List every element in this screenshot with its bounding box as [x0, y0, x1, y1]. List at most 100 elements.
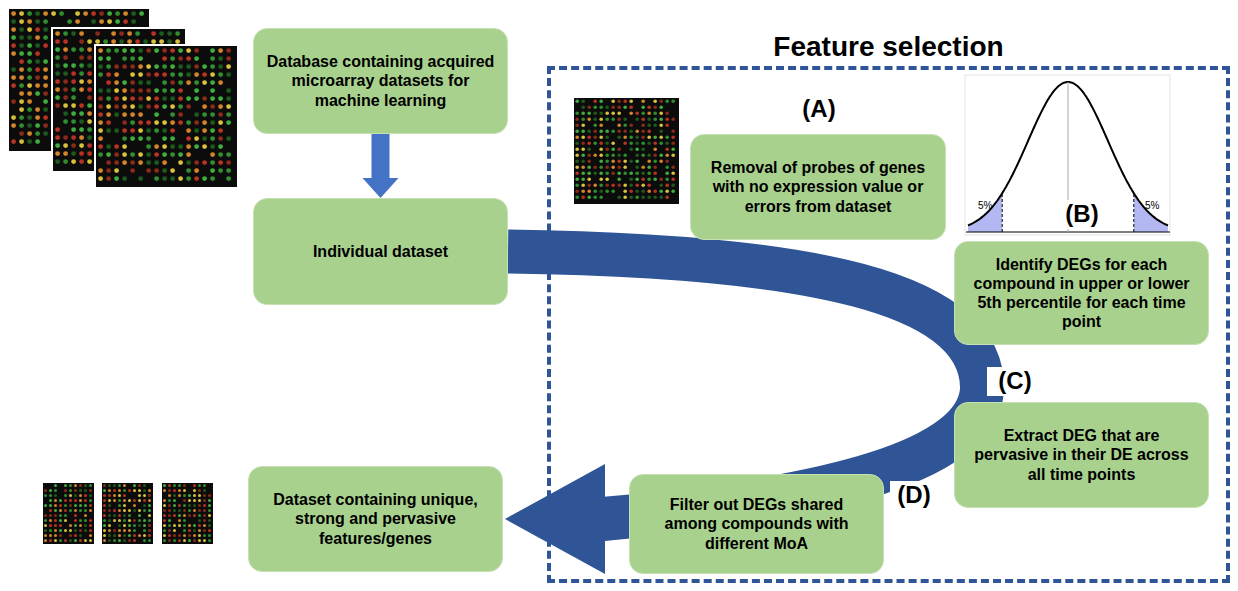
microarray-spot — [186, 128, 191, 133]
microarray-spot — [208, 509, 211, 512]
microarray-spot — [226, 112, 231, 117]
microarray-spot — [146, 96, 151, 101]
microarray-spot — [146, 64, 151, 69]
microarray-spot — [581, 111, 585, 115]
microarray-spot — [168, 514, 171, 517]
microarray-spot — [605, 165, 609, 169]
microarray-spot — [128, 539, 131, 542]
microarray-spot — [183, 509, 186, 512]
microarray-spot — [146, 152, 151, 157]
microarray-spot — [87, 127, 92, 132]
microarray-spot — [114, 128, 119, 133]
microarray-spot — [575, 117, 579, 121]
microarray-spot — [64, 519, 67, 522]
microarray-spot — [74, 519, 77, 522]
microarray-spot — [123, 514, 126, 517]
microarray-spot — [19, 51, 24, 56]
microarray-spot — [203, 499, 206, 502]
percent-label: 5% — [1145, 200, 1159, 211]
microarray-spot — [148, 509, 151, 512]
microarray-spot — [202, 136, 207, 141]
microarray-spot — [114, 64, 119, 69]
microarray-spot — [143, 539, 146, 542]
microarray-spot — [122, 96, 127, 101]
microarray-spot — [198, 534, 201, 537]
microarray-spot — [11, 67, 16, 72]
microarray-spot — [98, 88, 103, 93]
microarray-spot — [193, 504, 196, 507]
microarray-spot — [159, 39, 164, 44]
microarray-spot — [87, 79, 92, 84]
microarray-spot — [79, 143, 84, 148]
microarray-spot — [89, 539, 92, 542]
node-text: Identify DEGs for each compound in upper… — [967, 255, 1196, 332]
microarray-spot — [106, 112, 111, 117]
microarray-spot — [138, 128, 143, 133]
microarray-spot — [87, 119, 92, 124]
microarray-spot — [123, 509, 126, 512]
microarray-spot — [186, 152, 191, 157]
microarray-spot — [133, 484, 136, 487]
microarray-spot — [103, 524, 106, 527]
tail-area — [968, 193, 1002, 232]
microarray-spot — [210, 72, 215, 77]
microarray-spot — [599, 147, 603, 151]
microarray-spot — [641, 165, 645, 169]
microarray-spot — [79, 79, 84, 84]
microarray-spot — [178, 64, 183, 69]
microarray-spot — [114, 104, 119, 109]
microarray-spot — [173, 504, 176, 507]
microarray-spot — [54, 489, 57, 492]
microarray-spot — [119, 31, 124, 36]
microarray-spot — [671, 147, 675, 151]
microarray-spot — [89, 499, 92, 502]
microarray-spot — [138, 514, 141, 517]
microarray-spot — [106, 104, 111, 109]
microarray-spot — [202, 128, 207, 133]
microarray-spot — [113, 519, 116, 522]
microarray-spot — [79, 499, 82, 502]
microarray-spot — [43, 99, 48, 104]
microarray-spot — [49, 539, 52, 542]
microarray-spot — [611, 147, 615, 151]
microarray-spot — [194, 120, 199, 125]
microarray-spot — [617, 177, 621, 181]
microarray-spot — [635, 135, 639, 139]
microarray-spot — [84, 529, 87, 532]
microarray-spot — [79, 135, 84, 140]
microarray-spot — [71, 87, 76, 92]
microarray-spot — [59, 534, 62, 537]
microarray-spot — [605, 111, 609, 115]
microarray-spot — [653, 165, 657, 169]
microarray-spot — [106, 96, 111, 101]
microarray-spot — [178, 112, 183, 117]
microarray-spot — [138, 509, 141, 512]
microarray-spot — [108, 529, 111, 532]
microarray-spot — [27, 99, 32, 104]
microarray-spot — [84, 514, 87, 517]
microarray-spot — [173, 509, 176, 512]
microarray-spot — [98, 152, 103, 157]
microarray-spot — [44, 489, 47, 492]
microarray-spot — [629, 111, 633, 115]
microarray-spot — [122, 136, 127, 141]
microarray-spot — [55, 151, 60, 156]
microarray-spot — [617, 117, 621, 121]
microarray-frame — [101, 482, 154, 545]
microarray-spot — [599, 123, 603, 127]
microarray-spot — [218, 120, 223, 125]
microarray-spot — [671, 171, 675, 175]
microarray-spot — [623, 189, 627, 193]
microarray-spot — [138, 524, 141, 527]
microarray-spot — [79, 489, 82, 492]
microarray-spot — [581, 123, 585, 127]
microarray-spot — [63, 143, 68, 148]
microarray-spot — [218, 160, 223, 165]
microarray-spot — [186, 120, 191, 125]
microarray-spot — [170, 96, 175, 101]
microarray-spot — [599, 195, 603, 199]
microarray-spot — [173, 534, 176, 537]
microarray-spot — [143, 524, 146, 527]
microarray-spot — [587, 147, 591, 151]
microarray-spot — [108, 504, 111, 507]
